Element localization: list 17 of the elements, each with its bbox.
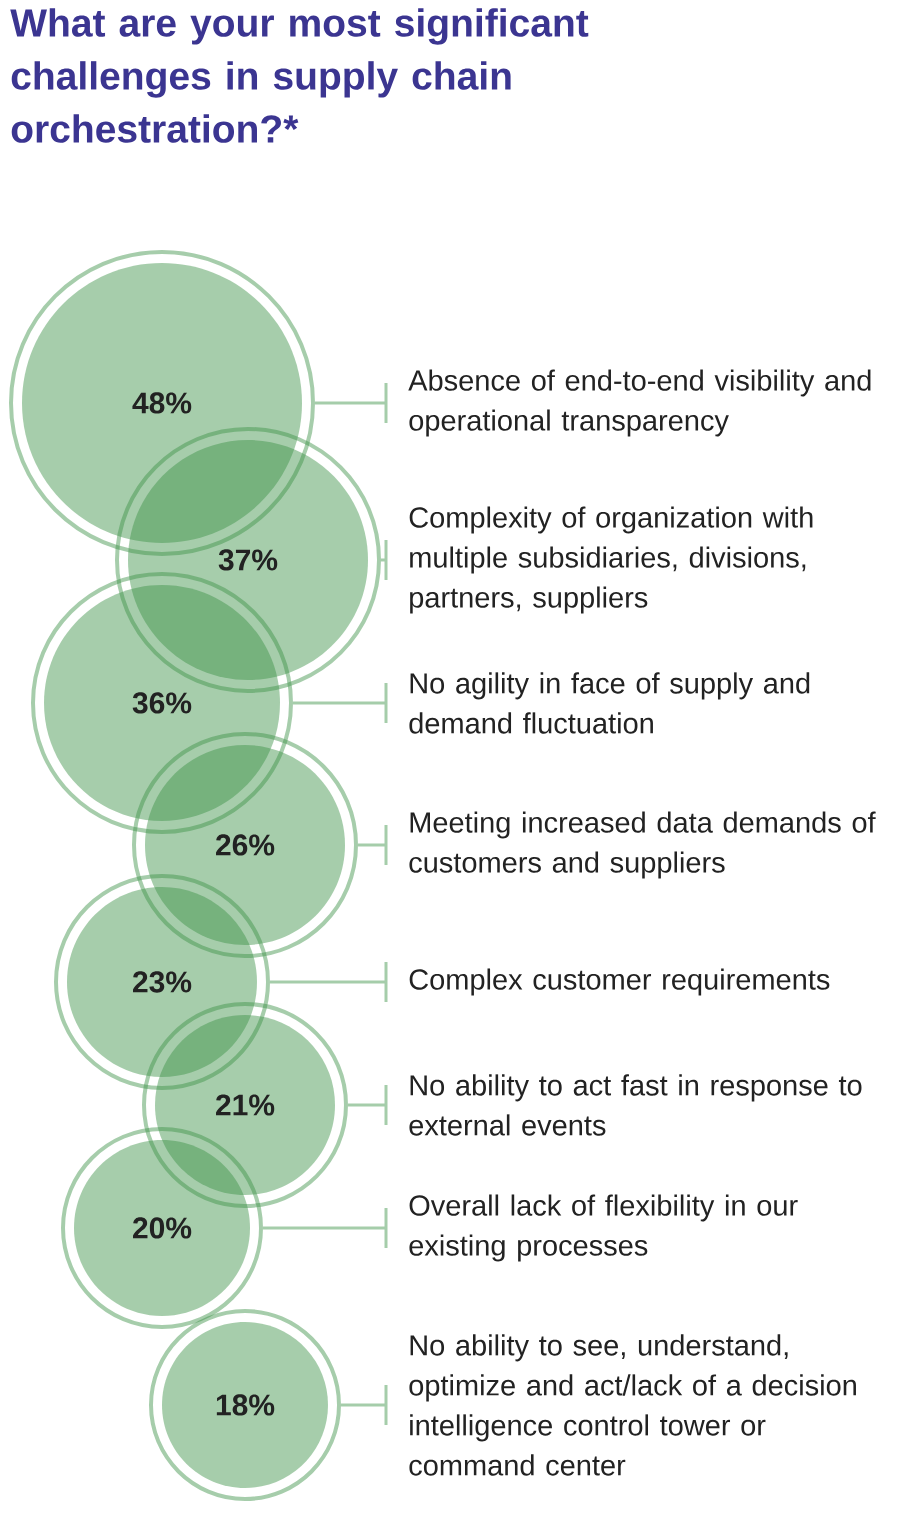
connector-line [293,701,386,705]
challenge-text: No ability to act fast in response to external events [409,1074,862,1136]
challenge-text: No ability to see, understand, optimize and act/lack of a decision intelligence control tower or command center [409,1334,856,1476]
connector-line [341,1403,386,1407]
challenge-text: Complexity of organization with multiple subsidiaries, divisions, partners, suppliers [409,506,813,614]
connector-line [315,401,386,405]
connector-line [358,843,386,847]
challenge-text: Meeting increased data demands of customers and suppliers [409,811,876,879]
connector-line [381,558,386,562]
challenge-text: No agility in face of supply and demand fluctuation [409,672,810,734]
challenge-text: Overall lack of flexibility in our existing processes [409,1194,798,1262]
connector-line [348,1103,386,1107]
connector-line [263,1226,386,1230]
connector-line [270,980,386,984]
title: What are your most significant challenges in supply chain orchestration?* [10,8,589,143]
challenge-text: Absence of end-to-end visibility and operational transparency [408,369,871,437]
challenge-text: Complex customer requirements [409,968,830,996]
